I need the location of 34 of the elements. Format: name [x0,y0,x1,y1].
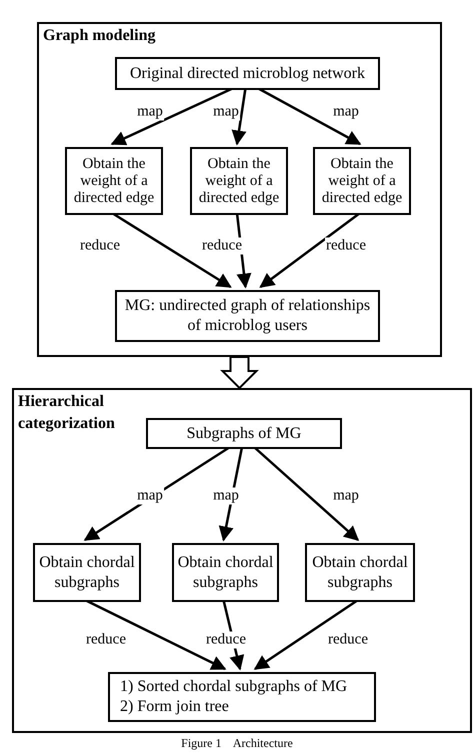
section-panel [12,388,472,733]
box-label: Obtain chordal subgraphs [311,552,409,592]
process-box [146,418,342,449]
box-label: Obtain the weight of a directed edge [72,156,156,206]
process-box [33,543,141,602]
process-box [65,147,163,215]
section-title: Graph modeling [43,26,156,46]
edge-label: map [136,488,164,504]
figure-caption: Figure 1 Architecture [180,736,294,751]
process-box [190,147,288,215]
box-label: Obtain the weight of a directed edge [320,156,404,206]
section-title: Hierarchical categorization [18,392,116,434]
box-label: Obtain the weight of a directed edge [198,156,280,206]
box-label: Obtain chordal subgraphs [38,552,136,592]
process-box [115,57,380,90]
process-box [305,543,415,602]
list-item: 1) Sorted chordal subgraphs of MG [120,677,348,697]
box-label: Subgraphs of MG [186,424,302,444]
process-box [313,147,411,215]
process-box [108,672,376,722]
process-box [172,543,279,602]
process-box [115,290,380,342]
edge-label: reduce [201,238,243,254]
box-label: MG: undirected graph of relationships of microblog users [124,296,372,336]
edge-label: map [212,488,240,504]
arrow [232,88,247,146]
edge-label: reduce [205,632,247,648]
list-item: 2) Form join tree [120,697,229,717]
box-label: Obtain chordal subgraphs [176,552,274,592]
arrow [259,212,361,288]
arrow [253,446,360,541]
block-arrow [220,356,259,390]
section-panel [37,22,442,357]
box-label: Original directed microblog network [130,64,366,84]
